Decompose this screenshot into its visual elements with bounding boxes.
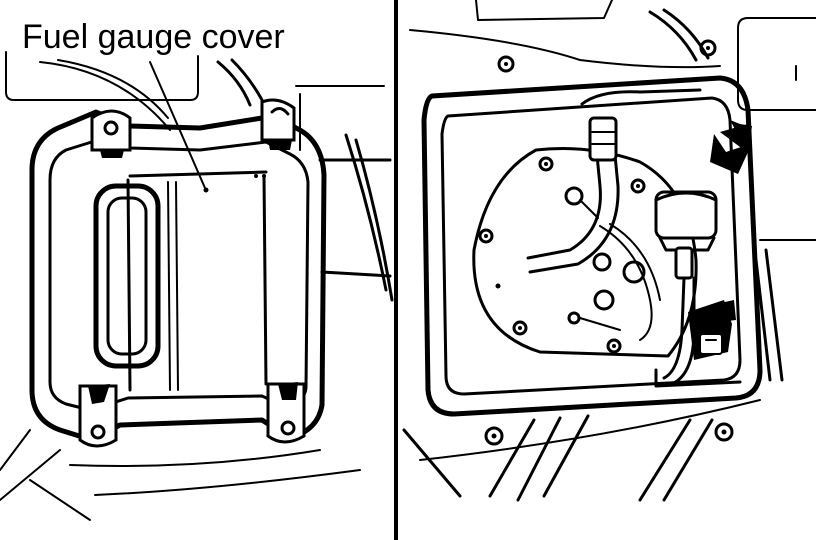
fuel-pump-unit-panel	[402, 0, 816, 502]
cover-window	[93, 183, 161, 369]
cover-inner-frame	[48, 138, 310, 412]
fuel-hose-fitting	[588, 116, 618, 162]
sender-plate-bolts	[478, 156, 675, 354]
cover-bolt-bottom-right	[266, 382, 306, 444]
fuel-gauge-cover-panel: Fuel gauge cover	[0, 18, 394, 521]
fuel-pump-body	[654, 190, 718, 386]
access-hole-rim-inner	[440, 96, 742, 396]
label-callout-box	[5, 51, 199, 101]
cover-bolt-bottom-left	[78, 384, 118, 448]
access-hole-rim-outer	[421, 75, 763, 417]
cover-bolt-top-right	[254, 98, 296, 178]
right-callout-box	[737, 17, 816, 111]
fuel-return-pipe	[526, 122, 602, 260]
sender-mounting-plate	[472, 147, 698, 358]
cover-bolt-top-left	[90, 109, 132, 158]
pump-connector	[688, 300, 736, 360]
fuel-gauge-cover-label: Fuel gauge cover	[22, 18, 285, 56]
